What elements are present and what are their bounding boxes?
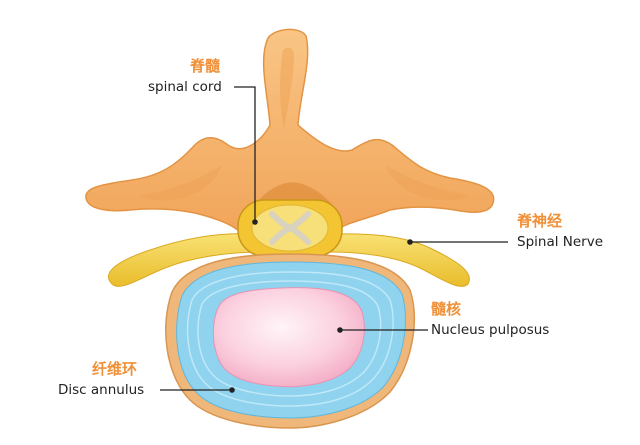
label-spinal-cord-en: spinal cord <box>148 79 222 95</box>
leader-dot-annulus <box>229 387 235 393</box>
leader-dot-spinal-cord <box>252 219 258 225</box>
spinal-cord-shape <box>237 199 343 257</box>
annulus-ring-line <box>186 271 394 407</box>
vertebral-bone <box>85 28 495 233</box>
leader-dot-spinal-nerve <box>407 239 413 245</box>
leader-lines <box>160 86 508 393</box>
spinal-nerve-shape <box>108 233 470 287</box>
disc-nucleus-pulposus <box>212 287 365 388</box>
label-spinal-nerve-en: Spinal Nerve <box>517 234 604 250</box>
leader-dot-nucleus <box>337 327 343 333</box>
bone-shading <box>280 47 295 130</box>
leader-spinal-cord <box>234 86 256 222</box>
label-annulus-en: Disc annulus <box>58 382 145 398</box>
grey-matter <box>269 211 311 245</box>
label-spinal-cord-zh: 脊髓 <box>190 57 221 75</box>
bone-shading-right <box>385 165 470 201</box>
intervertebral-disc <box>165 253 415 429</box>
label-nucleus-zh: 髓核 <box>431 300 462 318</box>
label-annulus-zh: 纤维环 <box>92 360 138 378</box>
label-nucleus-en: Nucleus pulposus <box>431 322 550 338</box>
bone-shading-left <box>140 165 222 201</box>
label-spinal-nerve-zh: 脊神经 <box>517 212 563 230</box>
annulus-ring-line <box>197 280 382 397</box>
spinal-nerve-band <box>108 233 470 287</box>
